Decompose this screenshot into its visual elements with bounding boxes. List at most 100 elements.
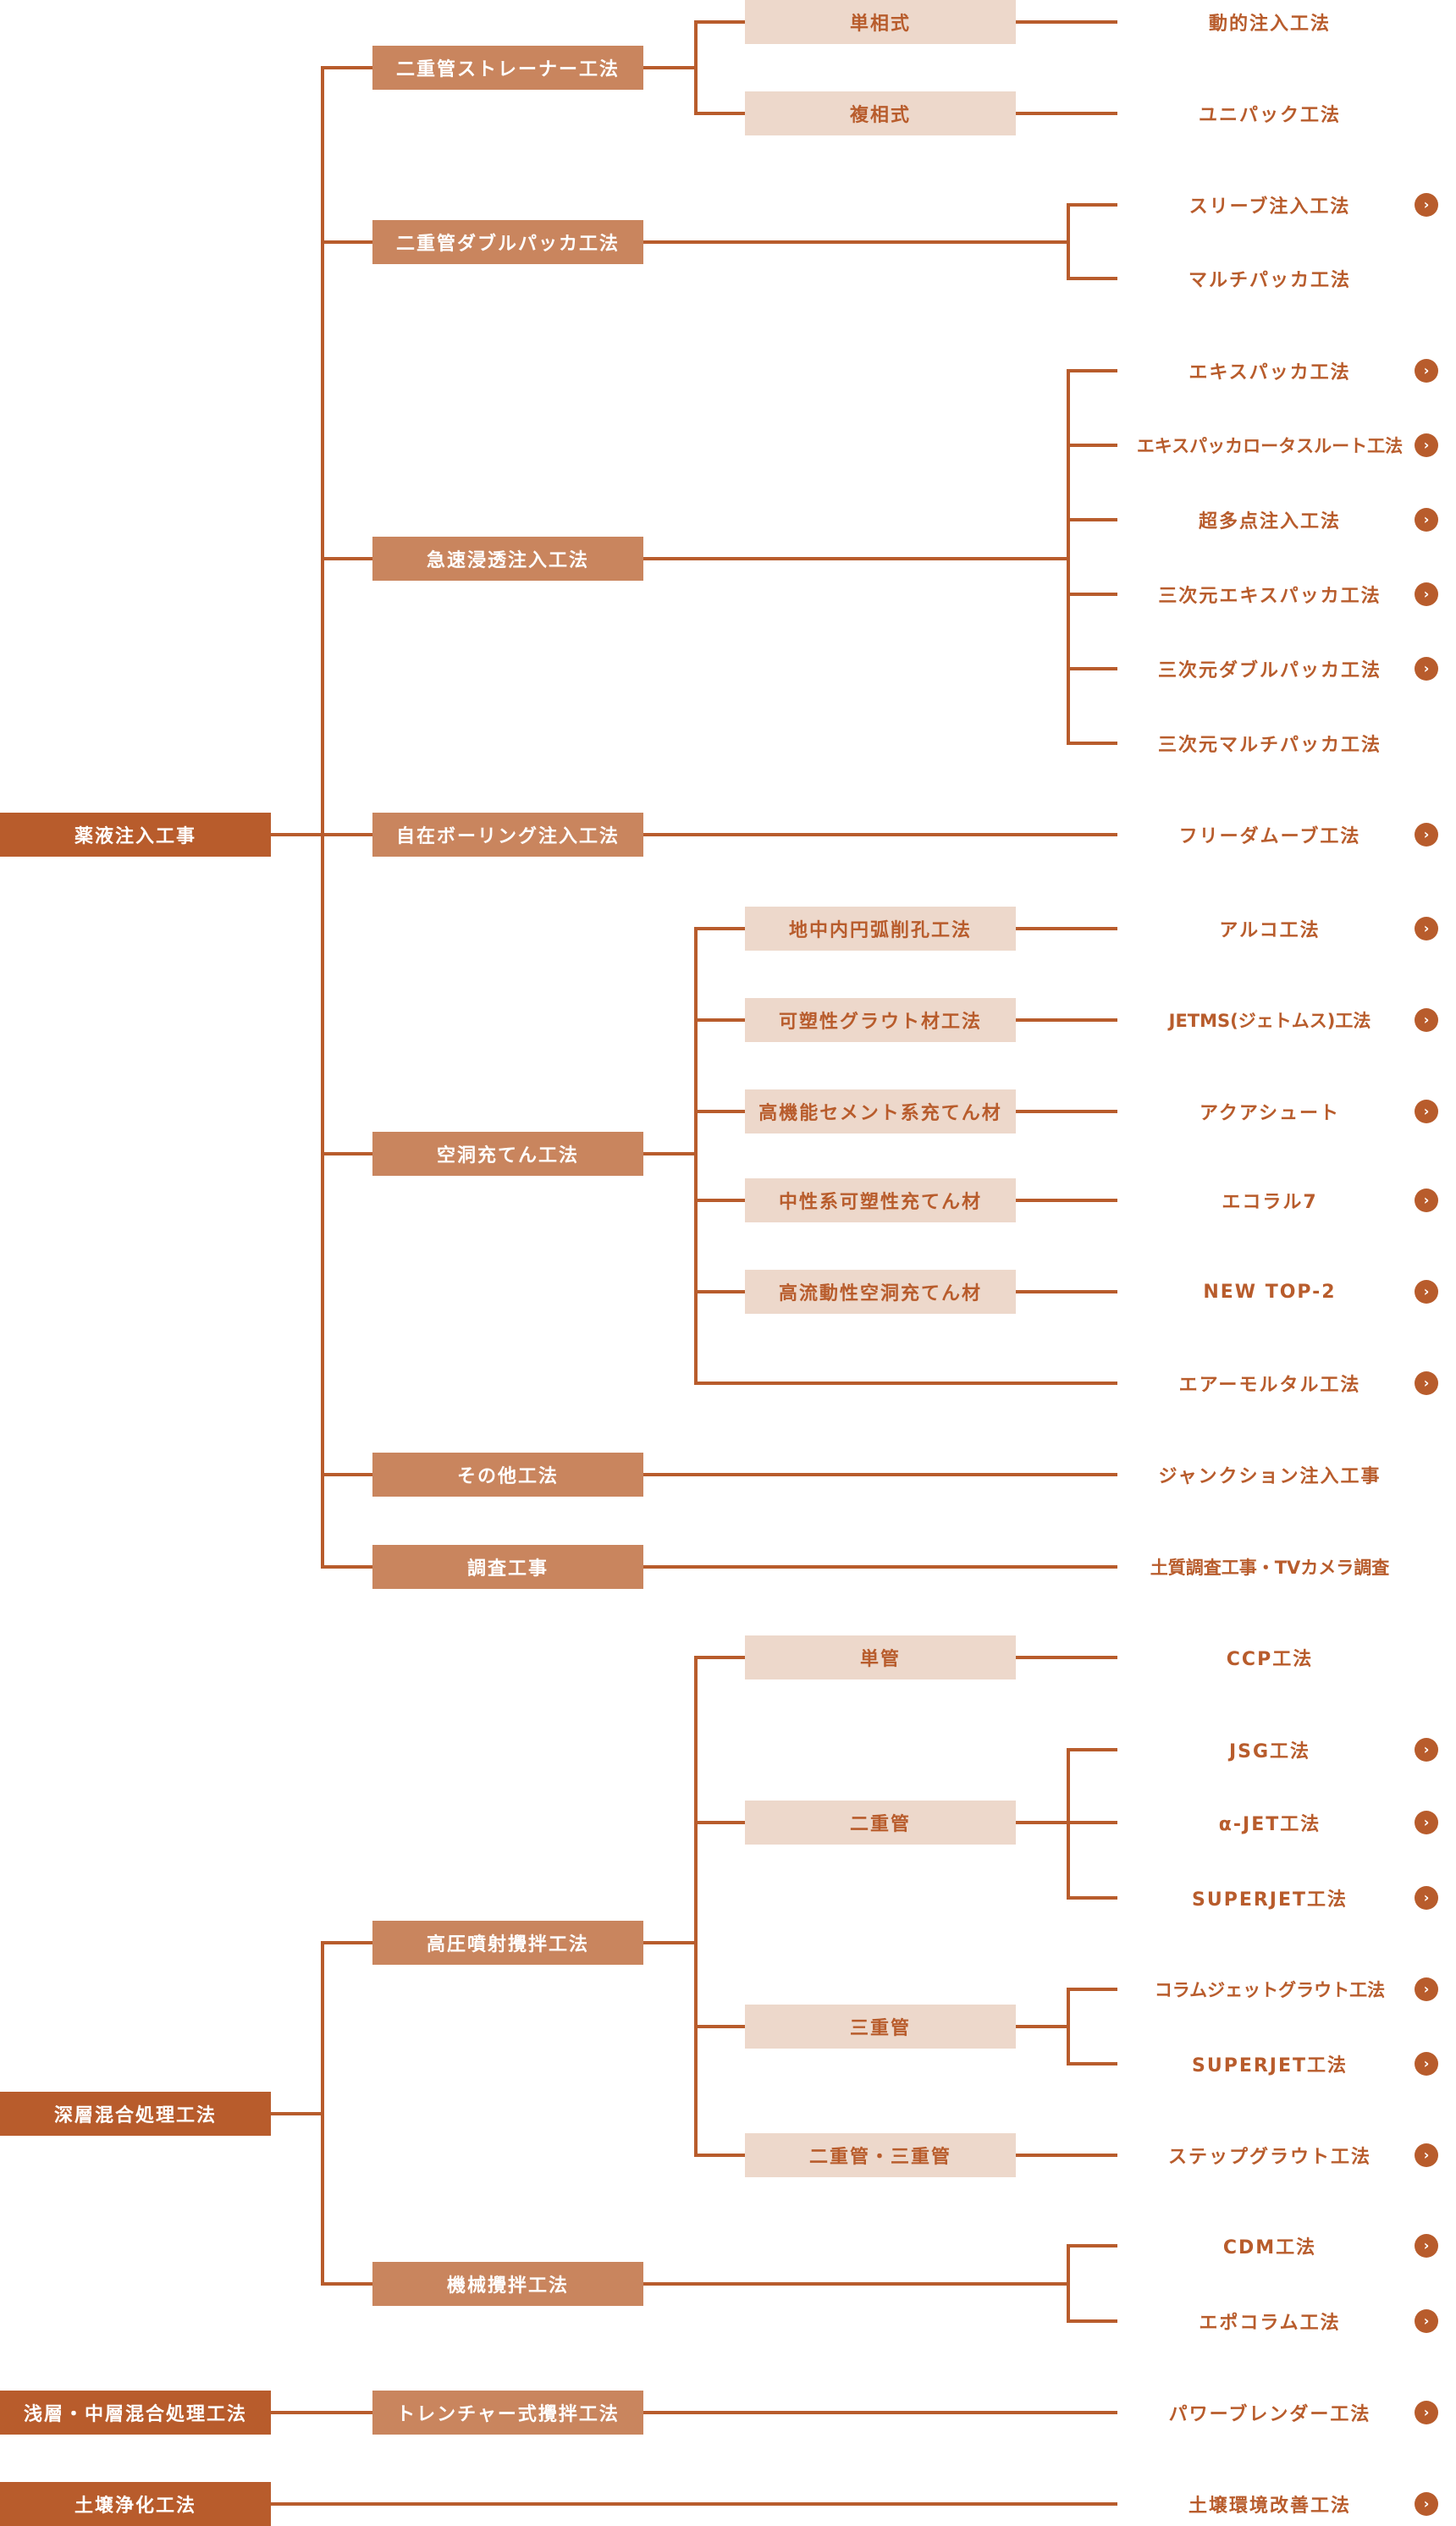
- connector-line: [696, 2154, 745, 2157]
- chevron-right-icon[interactable]: ›: [1415, 2492, 1438, 2516]
- method-link[interactable]: コラムジェットグラウト工法: [1154, 1980, 1386, 2000]
- connector-line: [271, 2112, 323, 2115]
- method-category[interactable]: 自在ボーリング注入工法: [372, 813, 643, 857]
- subtype-box[interactable]: 単相式: [745, 0, 1016, 44]
- method-link[interactable]: NEW TOP-2: [1203, 1281, 1337, 1303]
- chevron-right-icon[interactable]: ›: [1415, 1280, 1438, 1304]
- subtype-box[interactable]: 単管: [745, 1635, 1016, 1679]
- chevron-right-icon[interactable]: ›: [1415, 193, 1438, 217]
- chevron-right-icon[interactable]: ›: [1415, 1738, 1438, 1762]
- subtype-box[interactable]: 複相式: [745, 91, 1016, 135]
- connector-line: [643, 833, 1117, 836]
- method-link[interactable]: CDM工法: [1222, 2237, 1317, 2259]
- chevron-right-icon[interactable]: ›: [1415, 657, 1438, 681]
- method-link[interactable]: SUPERJET工法: [1191, 1889, 1348, 1911]
- connector-line: [1016, 1018, 1117, 1022]
- method-link: CCP工法: [1226, 1649, 1314, 1670]
- root-category[interactable]: 土壌浄化工法: [0, 2482, 271, 2526]
- root-category[interactable]: 深層混合処理工法: [0, 2092, 271, 2136]
- chevron-right-icon[interactable]: ›: [1415, 1886, 1438, 1910]
- subtype-box[interactable]: 二重管: [745, 1801, 1016, 1845]
- subtype-box[interactable]: 地中内円弧削孔工法: [745, 907, 1016, 951]
- method-category[interactable]: トレンチャー式攪拌工法: [372, 2391, 643, 2435]
- connector-line: [1068, 593, 1117, 596]
- chevron-right-icon[interactable]: ›: [1415, 917, 1438, 940]
- subtype-box[interactable]: 高流動性空洞充てん材: [745, 1270, 1016, 1314]
- connector-line: [1068, 1896, 1117, 1900]
- chevron-right-icon[interactable]: ›: [1415, 433, 1438, 457]
- chevron-right-icon[interactable]: ›: [1415, 1977, 1438, 2001]
- chevron-right-icon[interactable]: ›: [1415, 508, 1438, 532]
- subtype-box[interactable]: 三重管: [745, 2005, 1016, 2049]
- chevron-right-icon[interactable]: ›: [1415, 1100, 1438, 1123]
- chevron-right-icon[interactable]: ›: [1415, 823, 1438, 847]
- chevron-right-icon[interactable]: ›: [1415, 1811, 1438, 1834]
- root-category[interactable]: 薬液注入工事: [0, 813, 271, 857]
- chevron-right-icon[interactable]: ›: [1415, 1189, 1438, 1212]
- method-link[interactable]: 三次元ダブルパッカ工法: [1157, 660, 1382, 681]
- connector-line: [1068, 518, 1117, 521]
- method-link[interactable]: エキスパッカ工法: [1189, 362, 1351, 383]
- connector-line: [696, 1382, 1117, 1385]
- method-category[interactable]: 空洞充てん工法: [372, 1132, 643, 1176]
- connector-line: [1068, 2244, 1117, 2247]
- method-category[interactable]: 急速浸透注入工法: [372, 537, 643, 581]
- method-link[interactable]: エキスパッカロータスルート工法: [1136, 436, 1404, 456]
- method-link[interactable]: アルコ工法: [1219, 920, 1321, 941]
- method-category[interactable]: 調査工事: [372, 1545, 643, 1589]
- connector-line: [1068, 1748, 1117, 1751]
- method-link[interactable]: パワーブレンダー工法: [1168, 2404, 1371, 2425]
- connector-line: [323, 1565, 372, 1569]
- method-link[interactable]: SUPERJET工法: [1191, 2055, 1348, 2077]
- method-link[interactable]: 土壌環境改善工法: [1188, 2496, 1351, 2517]
- chevron-right-icon[interactable]: ›: [1415, 582, 1438, 606]
- chevron-right-icon[interactable]: ›: [1415, 2052, 1438, 2076]
- method-category[interactable]: 二重管ダブルパッカ工法: [372, 219, 643, 264]
- method-link[interactable]: アクアシュート: [1199, 1103, 1341, 1124]
- chevron-right-icon[interactable]: ›: [1415, 359, 1438, 383]
- chevron-right-icon[interactable]: ›: [1415, 2143, 1438, 2167]
- connector-line: [1067, 1988, 1070, 2065]
- root-category[interactable]: 浅層・中層混合処理工法: [0, 2391, 271, 2435]
- connector-line: [696, 1110, 745, 1113]
- method-link[interactable]: 超多点注入工法: [1198, 511, 1341, 532]
- subtype-box[interactable]: 二重管・三重管: [745, 2133, 1016, 2177]
- connector-line: [1067, 2244, 1070, 2323]
- method-category[interactable]: 高圧噴射攪拌工法: [372, 1921, 643, 1965]
- method-link[interactable]: 三次元エキスパッカ工法: [1158, 586, 1382, 607]
- connector-line: [1016, 2154, 1117, 2157]
- connector-line: [696, 20, 745, 24]
- method-link[interactable]: エコラル7: [1222, 1192, 1318, 1213]
- chevron-right-icon[interactable]: ›: [1415, 2234, 1438, 2258]
- method-link: 三次元マルチパッカ工法: [1157, 735, 1382, 756]
- method-link[interactable]: α-JET工法: [1218, 1814, 1321, 1835]
- subtype-box[interactable]: 可塑性グラウト材工法: [745, 998, 1016, 1042]
- method-link[interactable]: スリーブ注入工法: [1189, 196, 1351, 218]
- connector-line: [643, 240, 1068, 244]
- connector-line: [1068, 1988, 1117, 1991]
- method-link: マルチパッカ工法: [1188, 270, 1351, 291]
- connector-line: [321, 1941, 324, 2286]
- connector-line: [271, 2411, 372, 2414]
- method-category[interactable]: その他工法: [372, 1453, 643, 1497]
- chevron-right-icon[interactable]: ›: [1415, 1008, 1438, 1032]
- subtype-box[interactable]: 中性系可塑性充てん材: [745, 1178, 1016, 1222]
- connector-line: [643, 2281, 1068, 2286]
- method-link[interactable]: フリーダムーブ工法: [1178, 826, 1361, 847]
- method-link[interactable]: JSG工法: [1228, 1741, 1311, 1762]
- method-link[interactable]: エアーモルタル工法: [1178, 1375, 1361, 1396]
- connector-line: [696, 1018, 745, 1022]
- method-category[interactable]: 二重管ストレーナー工法: [372, 46, 643, 90]
- chevron-right-icon[interactable]: ›: [1415, 1371, 1438, 1395]
- subtype-box[interactable]: 高機能セメント系充てん材: [745, 1089, 1016, 1133]
- connector-line: [323, 833, 372, 836]
- method-link[interactable]: エポコラム工法: [1199, 2313, 1341, 2334]
- connector-line: [643, 1565, 1117, 1569]
- method-category[interactable]: 機械攪拌工法: [372, 2261, 643, 2306]
- chevron-right-icon[interactable]: ›: [1415, 2401, 1438, 2424]
- connector-line: [1016, 112, 1117, 115]
- connector-line: [1068, 277, 1117, 280]
- method-link[interactable]: JETMS(ジェトムス)工法: [1168, 1011, 1371, 1031]
- method-link[interactable]: ステップグラウト工法: [1167, 2147, 1371, 2168]
- chevron-right-icon[interactable]: ›: [1415, 2309, 1438, 2333]
